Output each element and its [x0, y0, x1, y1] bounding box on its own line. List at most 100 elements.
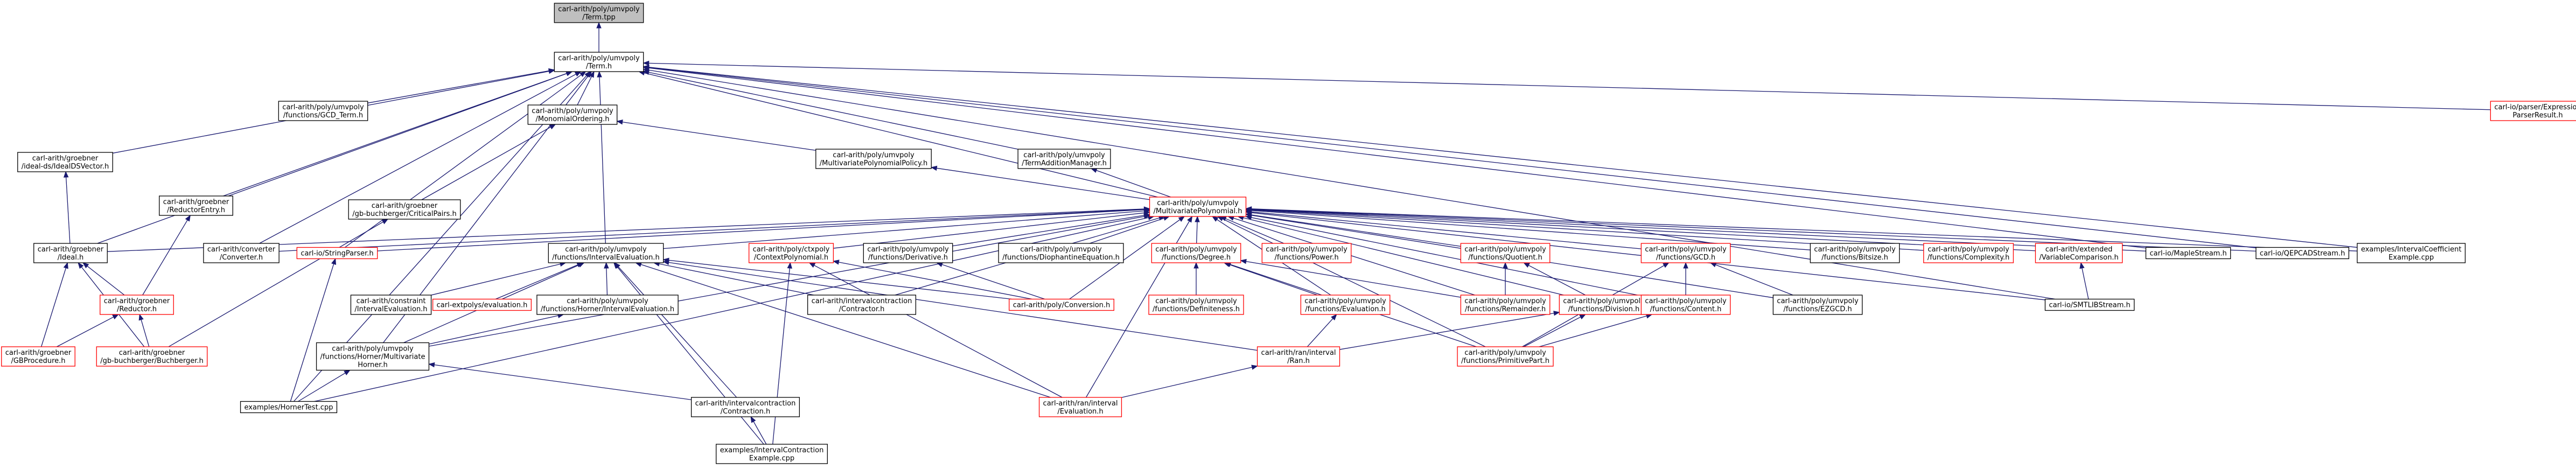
graph-node-conversion[interactable]: carl-arith/poly/Conversion.h [1009, 298, 1114, 311]
graph-node-diophantine[interactable]: carl-arith/poly/umvpoly/functions/Diopha… [998, 243, 1124, 263]
graph-node-root[interactable]: carl-arith/poly/umvpoly/Term.tpp [554, 3, 644, 23]
graph-node-mono-order[interactable]: carl-arith/poly/umvpoly/MonomialOrdering… [527, 104, 618, 125]
graph-node-ideal[interactable]: carl-arith/groebner/Ideal.h [33, 243, 108, 263]
edge-line [772, 268, 790, 445]
edge-line [1339, 313, 1554, 350]
graph-node-qepcad[interactable]: carl-io/QEPCADStream.h [2256, 247, 2349, 260]
graph-node-contractor[interactable]: carl-arith/intervalcontraction/Contracto… [807, 295, 917, 315]
node-box [1149, 197, 1247, 217]
edge-arrowhead [1090, 168, 1098, 173]
graph-node-complexity[interactable]: carl-arith/poly/umvpoly/functions/Comple… [1923, 243, 2014, 263]
graph-node-ran-interval[interactable]: carl-arith/ran/interval/Ran.h [1256, 346, 1341, 367]
include-edge [1683, 262, 1688, 295]
node-box [1038, 397, 1122, 417]
graph-node-horner-mv[interactable]: carl-arith/poly/umvpoly/functions/Horner… [316, 342, 430, 371]
include-edge [142, 214, 191, 296]
edge-arrowhead [63, 171, 69, 178]
graph-node-converter[interactable]: carl-arith/converter/Converter.h [203, 243, 280, 263]
include-edge [1523, 262, 1586, 296]
include-edge [1217, 216, 1486, 347]
graph-node-horner-test[interactable]: examples/HornerTest.cpp [240, 401, 338, 414]
node-box [100, 295, 174, 315]
graph-node-evaluation[interactable]: carl-arith/poly/umvpoly/functions/Evalua… [1300, 295, 1391, 315]
edges-layer [41, 22, 2491, 445]
graph-node-power[interactable]: carl-arith/poly/umvpoly/functions/Power.… [1261, 243, 1352, 263]
graph-node-derivative[interactable]: carl-arith/poly/umvpoly/functions/Deriva… [863, 243, 953, 263]
graph-node-var-compare[interactable]: carl-arith/extended/VariableComparison.h [2035, 243, 2123, 263]
graph-node-definiteness[interactable]: carl-arith/poly/umvpoly/functions/Defini… [1148, 295, 1244, 315]
graph-node-ran-eval[interactable]: carl-arith/ran/interval/Evaluation.h [1038, 397, 1122, 417]
graph-node-horner-ie[interactable]: carl-arith/poly/umvpoly/functions/Horner… [536, 295, 679, 315]
graph-node-gb-buchberger[interactable]: carl-arith/groebner/gb-buchberger/Buchbe… [96, 346, 208, 367]
include-edge [298, 369, 351, 402]
edge-line [41, 268, 67, 347]
graph-node-division[interactable]: carl-arith/poly/umvpoly/functions/Divisi… [1559, 295, 1649, 315]
graph-node-extpoly-eval[interactable]: carl-extpolys/evaluation.h [432, 298, 532, 311]
graph-node-gcd[interactable]: carl-arith/poly/umvpoly/functions/GCD.h [1640, 243, 1731, 263]
node-box [807, 295, 917, 315]
edge-arrowhead [613, 262, 620, 269]
graph-node-smtlib[interactable]: carl-io/SMTLIBStream.h [2044, 298, 2135, 311]
include-edge [223, 71, 573, 197]
graph-node-gb-procedure[interactable]: carl-arith/groebner/GBProcedure.h [1, 346, 75, 367]
graph-node-reductor[interactable]: carl-arith/groebner/Reductor.h [100, 295, 174, 315]
node-box [716, 444, 828, 464]
include-edge [1089, 215, 1170, 244]
edge-line [1229, 264, 1318, 296]
graph-node-gcd-term[interactable]: carl-arith/poly/umvpoly/functions/GCD_Te… [278, 101, 368, 121]
node-box [1148, 295, 1244, 315]
include-edge [833, 210, 1150, 249]
graph-node-remainder[interactable]: carl-arith/poly/umvpoly/functions/Remain… [1460, 295, 1551, 315]
nodes-layer: carl-arith/poly/umvpoly/Term.tpp carl-ari… [1, 3, 2576, 464]
node-label-line: examples/HornerTest.cpp [245, 404, 333, 412]
edge-line [107, 208, 1144, 252]
graph-node-interval-eval[interactable]: carl-arith/poly/umvpoly/functions/Interv… [548, 243, 664, 263]
graph-node-mvp-policy[interactable]: carl-arith/poly/umvpoly/MultivariatePoly… [815, 149, 932, 169]
edge-line [1089, 218, 1164, 244]
edge-arrowhead [580, 71, 587, 78]
graph-node-term-add[interactable]: carl-arith/poly/umvpoly/TermAdditionMana… [1017, 149, 1111, 169]
node-box [296, 247, 378, 260]
include-edge [1220, 216, 1284, 244]
graph-node-content[interactable]: carl-arith/poly/umvpoly/functions/Conten… [1640, 295, 1731, 315]
graph-node-maple[interactable]: carl-io/MapleStream.h [2145, 247, 2231, 260]
edge-line [1121, 367, 1252, 398]
graph-node-primitive[interactable]: carl-arith/poly/umvpoly/functions/Primit… [1457, 346, 1554, 367]
edge-line [1222, 218, 1486, 347]
edge-line [1225, 218, 1284, 244]
edge-arrowhead [787, 262, 792, 269]
include-edge [1245, 206, 2357, 251]
graph-node-term[interactable]: carl-arith/poly/umvpoly/Term.h [554, 52, 644, 72]
node-label-line: /functions/Degree.h [1162, 254, 1231, 262]
include-edge [1193, 262, 1199, 295]
graph-node-quotient[interactable]: carl-arith/poly/umvpoly/functions/Quotie… [1460, 243, 1551, 263]
edge-line [431, 263, 561, 296]
graph-node-bitsize[interactable]: carl-arith/poly/umvpoly/functions/Bitsiz… [1810, 243, 1900, 263]
node-label-line: carl-io/StringParser.h [301, 250, 373, 258]
graph-node-ctx-poly[interactable]: carl-arith/poly/ctxpoly/ContextPolynomia… [748, 243, 834, 263]
include-edge [367, 68, 555, 103]
node-label-line: /MultivariatePolynomialPolicy.h [820, 159, 927, 167]
edge-line [1069, 219, 1181, 300]
node-label-line: carl-arith/poly/umvpoly [282, 103, 364, 111]
graph-node-ezgcd[interactable]: carl-arith/poly/umvpoly/functions/EZGCD.… [1772, 295, 1863, 315]
graph-node-reductor-entry[interactable]: carl-arith/groebner/ReductorEntry.h [159, 195, 233, 216]
graph-node-constraint-ie[interactable]: carl-arith/constraint/IntervalEvaluation… [350, 295, 432, 315]
node-box [2256, 247, 2349, 260]
node-label-line: /gb-buchberger/CriticalPairs.h [352, 210, 457, 218]
node-label-line: carl-arith/poly/umvpoly [332, 345, 414, 353]
node-label-line: carl-arith/poly/umvpoly [1928, 246, 2009, 254]
node-box [1460, 295, 1551, 315]
graph-node-degree[interactable]: carl-arith/poly/umvpoly/functions/Degree… [1151, 243, 1241, 263]
graph-node-ideal-ds[interactable]: carl-arith/groebner/ideal-ds/IdealDSVect… [17, 152, 113, 172]
edge-line [1251, 208, 2357, 251]
graph-node-mvp[interactable]: carl-arith/poly/umvpoly/MultivariatePoly… [1149, 197, 1247, 217]
node-label-line: /functions/DiophantineEquation.h [1002, 254, 1120, 262]
edge-line [429, 315, 559, 345]
graph-node-string-parser[interactable]: carl-io/StringParser.h [296, 247, 378, 260]
graph-node-critical-pairs[interactable]: carl-arith/groebner/gb-buchberger/Critic… [348, 199, 461, 220]
graph-node-ic-contraction[interactable]: carl-arith/intervalcontraction/Contracti… [690, 397, 800, 417]
